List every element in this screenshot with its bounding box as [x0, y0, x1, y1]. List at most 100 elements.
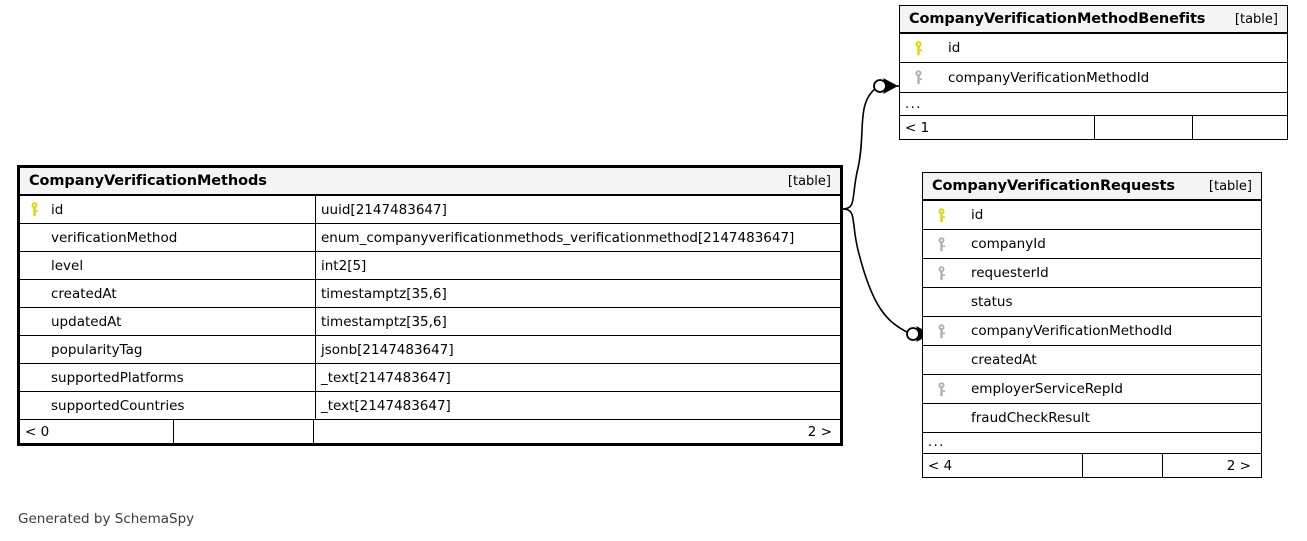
table-row[interactable]: id: [923, 201, 1261, 230]
column-label: supportedCountries: [51, 397, 185, 414]
edge-methods-to-benefits: [842, 87, 877, 210]
table-row[interactable]: level int2[5]: [20, 252, 840, 280]
column-name-cell: companyVerificationMethodId: [900, 63, 1287, 92]
table-header: CompanyVerificationMethods [table]: [20, 168, 840, 196]
truncated-columns-indicator: ...: [923, 433, 1261, 454]
foreign-key-icon: [933, 265, 949, 281]
table-type-tag: [table]: [1234, 11, 1278, 27]
table-title: CompanyVerificationMethodBenefits: [909, 11, 1206, 27]
column-label: createdAt: [51, 285, 117, 302]
table-row[interactable]: fraudCheckResult: [923, 404, 1261, 433]
column-label: companyVerificationMethodId: [948, 69, 1150, 86]
primary-key-icon: [26, 202, 42, 217]
table-row[interactable]: companyVerificationMethodId: [923, 317, 1261, 346]
table-row[interactable]: supportedPlatforms _text[2147483647]: [20, 364, 840, 392]
table-company-verification-methods[interactable]: CompanyVerificationMethods [table] id uu…: [17, 165, 843, 446]
table-row[interactable]: supportedCountries _text[2147483647]: [20, 392, 840, 420]
column-name-cell: companyId: [923, 230, 1261, 258]
column-label: verificationMethod: [51, 229, 178, 246]
table-row[interactable]: id uuid[2147483647]: [20, 196, 840, 224]
column-name-cell: supportedPlatforms: [20, 364, 315, 391]
column-name-cell: id: [923, 201, 1261, 229]
table-row[interactable]: createdAt timestamptz[35,6]: [20, 280, 840, 308]
column-label: updatedAt: [51, 313, 122, 330]
primary-key-icon: [910, 40, 926, 56]
column-name-cell: verificationMethod: [20, 224, 315, 251]
column-type-cell: timestamptz[35,6]: [315, 308, 840, 335]
column-label: companyVerificationMethodId: [971, 323, 1173, 339]
column-name-cell: fraudCheckResult: [923, 404, 1261, 432]
column-label: id: [971, 207, 984, 223]
column-name-cell: popularityTag: [20, 336, 315, 363]
column-name-cell: employerServiceRepId: [923, 375, 1261, 403]
table-row[interactable]: id: [900, 34, 1287, 63]
column-type-cell: uuid[2147483647]: [315, 196, 840, 223]
table-title: CompanyVerificationMethods: [29, 173, 267, 189]
footer-spacer: [1094, 116, 1192, 139]
column-name-cell: status: [923, 288, 1261, 316]
foreign-key-icon: [910, 70, 926, 85]
column-name-cell: updatedAt: [20, 308, 315, 335]
column-label: createdAt: [971, 352, 1037, 368]
column-name-cell: createdAt: [20, 280, 315, 307]
table-type-tag: [table]: [787, 173, 831, 189]
table-row[interactable]: employerServiceRepId: [923, 375, 1261, 404]
column-label: companyId: [971, 236, 1046, 252]
table-company-verification-method-benefits[interactable]: CompanyVerificationMethodBenefits [table…: [899, 5, 1288, 140]
table-row[interactable]: status: [923, 288, 1261, 317]
column-name-cell: id: [20, 196, 315, 223]
generated-by-footnote: Generated by SchemaSpy: [18, 511, 195, 527]
table-header: CompanyVerificationRequests [table]: [923, 173, 1261, 201]
column-name-cell: level: [20, 252, 315, 279]
parent-relation-count: < 0: [25, 423, 50, 440]
table-header: CompanyVerificationMethodBenefits [table…: [900, 6, 1287, 34]
column-label: level: [51, 257, 84, 274]
table-footer: < 1: [900, 116, 1287, 139]
column-name-cell: supportedCountries: [20, 392, 315, 419]
foreign-key-icon: [933, 236, 949, 252]
column-label: popularityTag: [51, 341, 143, 358]
column-name-cell: companyVerificationMethodId: [923, 317, 1261, 345]
column-label: employerServiceRepId: [971, 381, 1123, 397]
column-label: id: [51, 201, 64, 218]
column-type-cell: timestamptz[35,6]: [315, 280, 840, 307]
table-row[interactable]: companyId: [923, 230, 1261, 259]
table-row[interactable]: companyVerificationMethodId: [900, 63, 1287, 93]
foreign-key-icon: [933, 323, 949, 339]
column-name-cell: requesterId: [923, 259, 1261, 287]
table-footer: < 4 2 >: [923, 454, 1261, 477]
table-row[interactable]: verificationMethod enum_companyverificat…: [20, 224, 840, 252]
table-title: CompanyVerificationRequests: [932, 178, 1175, 194]
column-type-cell: jsonb[2147483647]: [315, 336, 840, 363]
footer-spacer: [1082, 454, 1162, 477]
column-name-cell: id: [900, 34, 1287, 62]
column-type-cell: _text[2147483647]: [315, 364, 840, 391]
edge-methods-to-requests: [842, 208, 910, 334]
child-relation-count: 2 >: [313, 420, 838, 443]
column-name-cell: createdAt: [923, 346, 1261, 374]
table-row[interactable]: createdAt: [923, 346, 1261, 375]
parent-relation-count: < 1: [905, 119, 930, 136]
column-label: id: [948, 40, 961, 56]
table-row[interactable]: updatedAt timestamptz[35,6]: [20, 308, 840, 336]
primary-key-icon: [933, 207, 949, 223]
column-label: status: [971, 294, 1013, 310]
cardinality-circle-benefits: [873, 79, 887, 93]
column-label: fraudCheckResult: [971, 410, 1090, 426]
column-type-cell: enum_companyverificationmethods_verifica…: [315, 224, 840, 251]
footer-spacer: [173, 420, 313, 443]
table-footer: < 0 2 >: [20, 420, 840, 443]
table-type-tag: [table]: [1208, 178, 1252, 194]
child-relation-count: [1192, 116, 1286, 139]
child-relation-count: 2 >: [1162, 454, 1257, 477]
foreign-key-icon: [933, 381, 949, 397]
arrowhead-benefits: [883, 77, 899, 95]
table-row[interactable]: popularityTag jsonb[2147483647]: [20, 336, 840, 364]
table-company-verification-requests[interactable]: CompanyVerificationRequests [table] id c…: [922, 172, 1262, 478]
column-type-cell: int2[5]: [315, 252, 840, 279]
table-row[interactable]: requesterId: [923, 259, 1261, 288]
column-label: requesterId: [971, 265, 1049, 281]
parent-relation-count: < 4: [928, 457, 953, 474]
column-label: supportedPlatforms: [51, 369, 184, 386]
